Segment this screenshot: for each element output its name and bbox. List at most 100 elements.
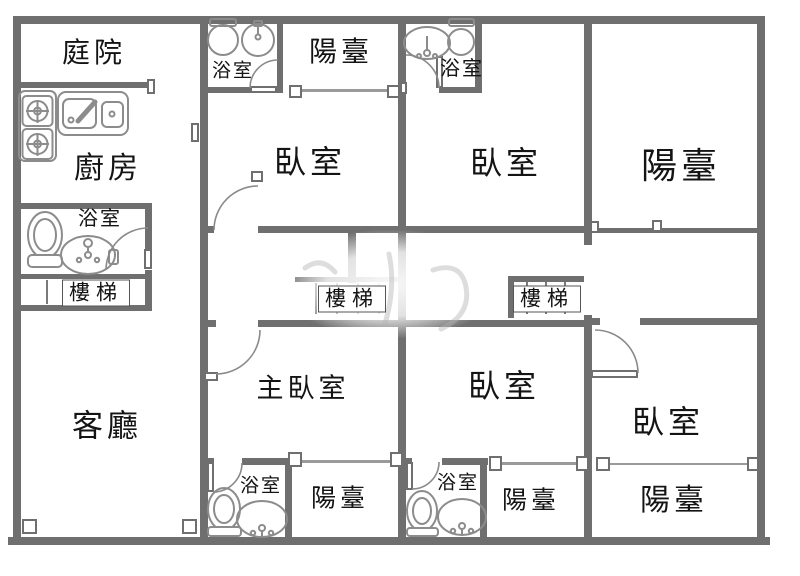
wall-segment — [508, 276, 514, 318]
wall-segment — [200, 226, 214, 233]
opening-marker — [288, 452, 302, 467]
opening-marker — [406, 462, 413, 490]
door-arc — [215, 329, 261, 375]
sink-icon — [437, 498, 487, 536]
door-arc — [212, 462, 243, 493]
opening-marker — [250, 86, 277, 93]
room-label-bathroom-top-mid: 浴室 — [211, 60, 255, 82]
wall-segment — [8, 537, 770, 545]
wall-segment — [21, 305, 152, 311]
window-line — [607, 463, 748, 465]
wall-segment — [442, 458, 488, 465]
wall-segment — [242, 458, 295, 465]
room-label-courtyard: 庭院 — [61, 38, 127, 69]
wall-segment — [145, 203, 152, 249]
wall-segment — [277, 24, 283, 93]
wall-segment — [13, 16, 765, 24]
wall-segment — [757, 16, 765, 545]
opening-marker — [652, 220, 662, 232]
wall-segment — [21, 203, 152, 209]
room-label-balcony-bottom-left: 陽臺 — [310, 485, 370, 513]
watermark — [283, 230, 498, 338]
window-line — [302, 460, 390, 463]
opening-marker — [591, 370, 638, 378]
room-label-bathroom-left: 浴室 — [78, 208, 122, 230]
room-label-kitchen: 廚房 — [74, 152, 142, 185]
sink-icon — [236, 500, 288, 538]
wall-segment — [13, 16, 21, 545]
opening-marker — [489, 456, 502, 471]
sink-icon — [403, 26, 451, 60]
toilet-icon — [406, 490, 439, 537]
wall-segment — [21, 82, 148, 88]
door-arc — [411, 461, 440, 490]
wall-segment — [200, 24, 208, 537]
stove-icon — [18, 90, 57, 162]
opening-marker — [144, 249, 152, 269]
room-label-balcony-bottom-center: 陽臺 — [501, 487, 561, 515]
wall-segment — [258, 226, 592, 233]
opening-marker — [747, 457, 759, 471]
room-label-balcony-top-mid: 陽臺 — [308, 37, 374, 68]
opening-marker — [400, 82, 407, 94]
opening-marker — [590, 221, 599, 233]
room-label-stairs-left: 樓梯 — [62, 279, 130, 307]
wall-segment — [592, 228, 757, 233]
toilet-icon — [207, 18, 239, 56]
wall-segment — [584, 24, 592, 245]
wall-segment — [21, 274, 152, 279]
opening-marker — [596, 457, 610, 471]
wall-segment — [592, 318, 600, 325]
opening-marker — [147, 79, 155, 94]
toilet-icon — [447, 18, 475, 56]
wall-segment — [208, 87, 250, 93]
room-label-bedroom-bottom-right: 臥室 — [631, 404, 705, 440]
opening-marker — [576, 456, 589, 471]
wall-segment — [475, 24, 482, 93]
wall-segment — [145, 270, 152, 310]
watermark-strokes — [302, 251, 470, 332]
opening-marker — [191, 123, 199, 142]
wall-segment — [200, 320, 216, 327]
room-label-bedroom-top-right: 臥室 — [469, 145, 543, 181]
door-arc — [249, 59, 279, 89]
sink-icon — [241, 20, 275, 57]
opening-marker — [22, 519, 37, 534]
wall-segment — [584, 315, 592, 537]
opening-marker — [390, 452, 403, 467]
room-label-master-bedroom: 主臥室 — [256, 373, 350, 404]
opening-marker — [289, 85, 302, 98]
window-line — [496, 462, 578, 465]
room-label-bathroom-bottom-center: 浴室 — [436, 472, 480, 494]
window-line — [302, 89, 387, 92]
sink-icon — [60, 235, 119, 275]
room-label-living-room: 客廳 — [72, 408, 142, 444]
door-arc — [105, 227, 149, 271]
door-arc — [213, 185, 259, 231]
door-arc — [594, 329, 639, 374]
wall-segment — [285, 458, 292, 537]
room-label-bedroom-top-left: 臥室 — [273, 144, 347, 180]
opening-marker — [207, 462, 214, 492]
room-label-stairs-center: 樓梯 — [318, 285, 386, 313]
wall-segment — [208, 458, 214, 465]
wall-segment — [640, 318, 757, 325]
toilet-icon — [27, 211, 63, 268]
toilet-icon — [207, 487, 242, 537]
room-label-balcony-top-far-right: 陽臺 — [640, 146, 722, 186]
wall-segment — [508, 276, 584, 282]
opening-marker — [204, 372, 218, 381]
wall-segment — [406, 458, 412, 465]
room-label-bathroom-top-right: 浴室 — [440, 58, 484, 80]
room-label-bathroom-bottom-left: 浴室 — [239, 475, 283, 497]
kitchen-sink-icon — [57, 91, 129, 136]
wall-segment — [439, 87, 482, 93]
room-label-bedroom-bottom-center: 臥室 — [467, 368, 541, 404]
room-label-balcony-bottom-right: 陽臺 — [640, 484, 708, 517]
room-label-stairs-right: 樓梯 — [513, 285, 581, 313]
opening-marker — [182, 519, 197, 534]
door-arc — [405, 54, 440, 89]
